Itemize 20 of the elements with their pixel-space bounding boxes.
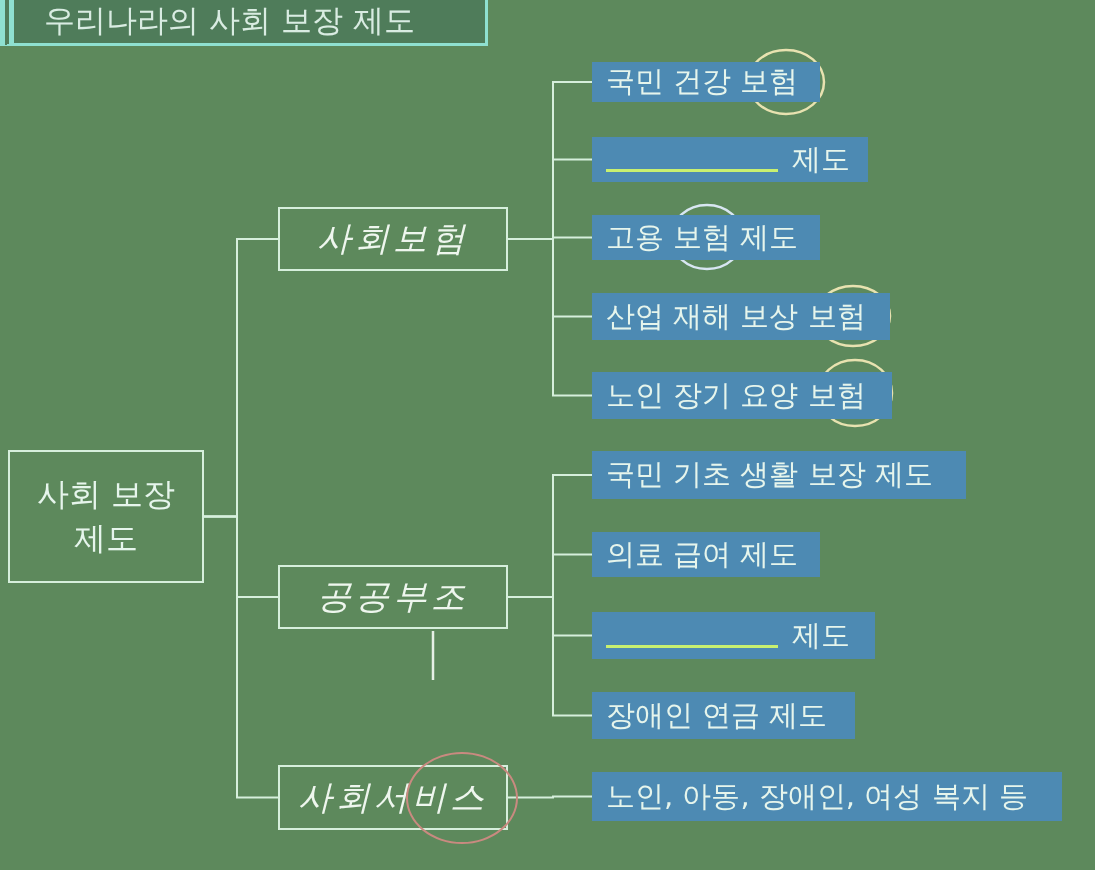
category-box: 사회 보장 제도 <box>8 450 204 583</box>
item-label: 노인 장기 요양 보험 <box>592 372 892 419</box>
connector-line <box>507 795 593 799</box>
label-text: 제도 <box>792 616 850 654</box>
category-box: 사회보험 <box>278 207 508 271</box>
item-label: 고용 보험 제도 <box>592 215 820 260</box>
connector-line <box>507 238 593 397</box>
item-label <box>592 137 868 182</box>
label-text: 제도 <box>792 140 850 178</box>
item-label: 의료 급여 제도 <box>592 532 820 577</box>
item-label: 국민 기초 생활 보장 제도 <box>592 451 966 499</box>
item-label: 노인, 아동, 장애인, 여성 복지 등 <box>592 772 1062 821</box>
item-label: 국민 건강 보험 <box>592 62 820 102</box>
connector-line <box>203 515 279 799</box>
title-banner: 우리나라의 사회 보장 제도 <box>0 0 488 46</box>
connector-line <box>507 596 593 717</box>
category-box: 공공부조 <box>278 565 508 629</box>
item-label: 장애인 연금 제도 <box>592 692 855 739</box>
item-label: 산업 재해 보상 보험 <box>592 293 890 340</box>
item-label <box>592 612 875 659</box>
